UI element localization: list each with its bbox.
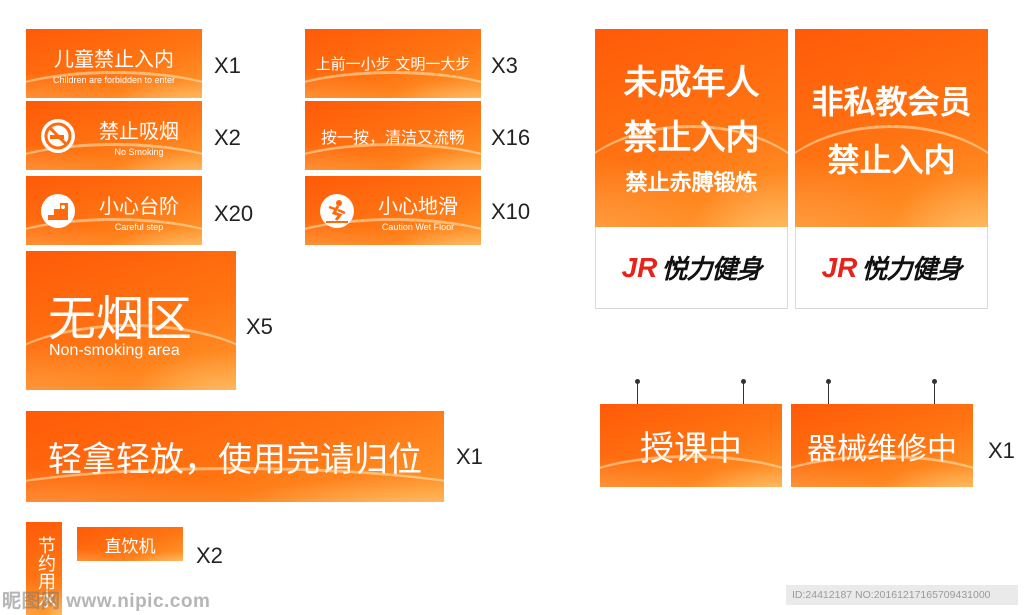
sign-text-cn: 上前一小步 文明一大步 <box>315 55 471 73</box>
sign-text-cn: 无烟区 <box>48 291 193 347</box>
brand-logo-icon: JR <box>621 251 658 283</box>
sign-children-forbidden: 儿童禁止入内 Children are forbidden to enter <box>26 29 202 98</box>
quantity-label: X1 <box>214 53 241 78</box>
quantity-label: X1 <box>988 438 1015 463</box>
sign-text-en: Caution Wet Floor <box>381 222 455 232</box>
decorative-swoosh <box>305 70 481 98</box>
sign-text-cn: 轻拿轻放，使用完请归位 <box>48 440 422 480</box>
sign-text-en: No Smoking <box>114 147 164 157</box>
sign-line-1: 非私教会员 <box>811 83 972 121</box>
brand-name: 悦力健身 <box>861 255 962 285</box>
sign-text-cn: 禁止吸烟 <box>99 119 179 143</box>
quantity-label: X10 <box>491 199 531 224</box>
sign-teaching: 授课中 <box>600 404 782 487</box>
sign-text-cn: 直饮机 <box>104 536 156 557</box>
sign-text-cn: 器械维修中 <box>807 431 957 467</box>
sign-flush: 按一按，清洁又流畅 <box>305 101 481 170</box>
sign-text-en: Non-smoking area <box>49 342 180 359</box>
sign-minors-forbidden: 未成年人 禁止入内 禁止赤膊锻炼 <box>595 29 788 227</box>
quantity-label: X3 <box>491 53 518 78</box>
sign-water-dispenser: 直饮机 <box>77 527 183 561</box>
hanging-cord <box>635 379 640 404</box>
quantity-label: X16 <box>491 125 531 150</box>
quantity-label: X1 <box>456 444 483 469</box>
brand-panel: JR 悦力健身 <box>595 227 788 309</box>
sign-line-2: 禁止入内 <box>623 118 760 158</box>
sign-text-en: Careful step <box>114 222 164 232</box>
sign-handle-with-care: 轻拿轻放，使用完请归位 <box>26 411 444 502</box>
sign-text-en: Children are forbidden to enter <box>52 74 176 85</box>
sign-text-cn: 授课中 <box>640 429 742 469</box>
stairs-icon <box>41 194 75 228</box>
sign-text-cn: 小心台阶 <box>99 194 179 218</box>
sign-text-cn: 按一按，清洁又流畅 <box>320 127 465 147</box>
sign-save-water: 节约用水 <box>26 522 62 615</box>
hanging-cord <box>741 379 746 404</box>
slippery-floor-icon <box>320 194 354 228</box>
sign-civil-step: 上前一小步 文明一大步 <box>305 29 481 98</box>
no-smoking-icon <box>41 119 75 153</box>
brand-logo-icon: JR <box>821 251 858 283</box>
quantity-label: X20 <box>214 201 254 226</box>
sign-line-3: 禁止赤膊锻炼 <box>625 171 758 196</box>
sign-text-cn: 节约用水 <box>35 536 56 608</box>
brand-panel: JR 悦力健身 <box>795 227 988 309</box>
sign-smoke-free-area: 无烟区 Non-smoking area <box>26 251 236 390</box>
hanging-cord <box>932 379 937 404</box>
sign-careful-step: 小心台阶 Careful step <box>26 176 202 245</box>
image-id-footer: ID:24412187 NO:20161217165709431000 <box>786 585 1018 605</box>
quantity-label: X2 <box>214 125 241 150</box>
sign-no-smoking: 禁止吸烟 No Smoking <box>26 101 202 170</box>
sign-text-cn: 儿童禁止入内 <box>54 46 174 71</box>
quantity-label: X5 <box>246 314 273 339</box>
brand-name: 悦力健身 <box>661 255 762 285</box>
sign-text-cn: 小心地滑 <box>378 194 458 218</box>
sign-members-only: 非私教会员 禁止入内 <box>795 29 988 227</box>
quantity-label: X2 <box>196 543 223 568</box>
sign-equipment-repair: 器械维修中 <box>791 404 973 487</box>
hanging-cord <box>826 379 831 404</box>
sign-wet-floor: 小心地滑 Caution Wet Floor <box>305 176 481 245</box>
watermark: 昵图网 www.nipic.com <box>2 591 211 612</box>
sign-line-2: 禁止入内 <box>827 141 956 179</box>
sign-line-1: 未成年人 <box>623 63 760 103</box>
